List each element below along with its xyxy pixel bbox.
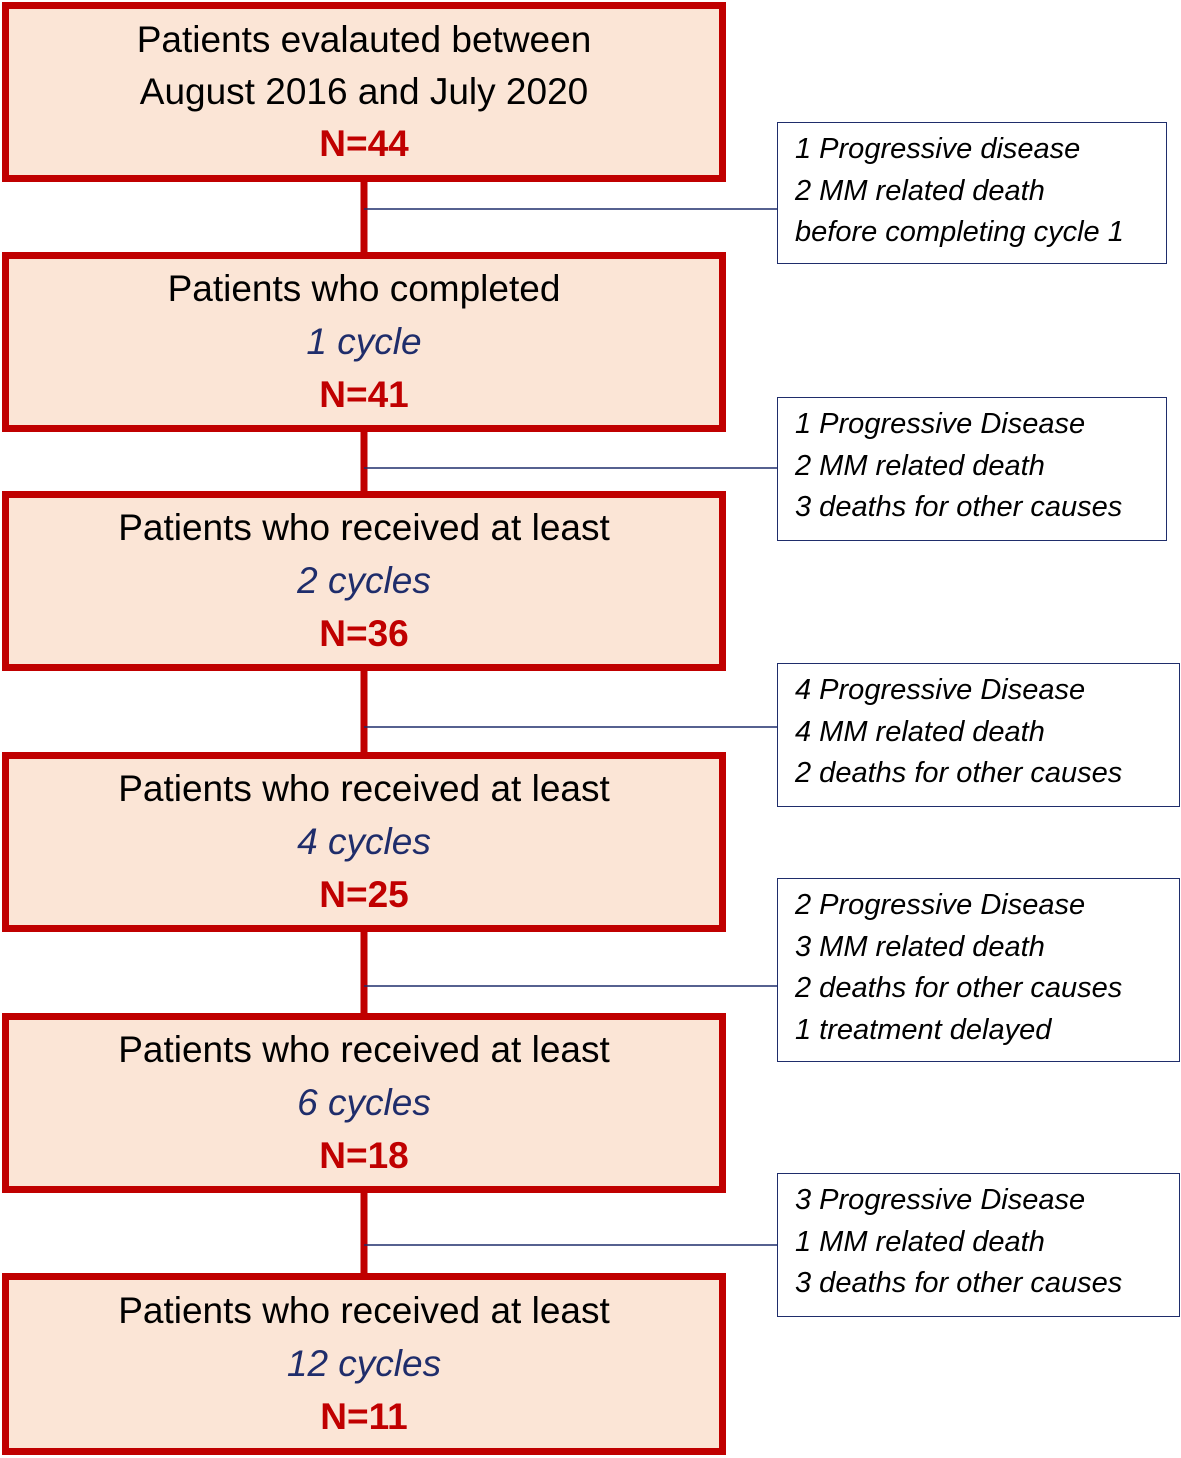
exclusion-item: 1 Progressive Disease [795, 408, 1086, 440]
stage-count: N=41 [319, 374, 409, 415]
stage-cycles: 12 cycles [286, 1343, 442, 1384]
exclusion-item: 2 deaths for other causes [795, 972, 1123, 1004]
exclusion-box-cycle-6: 2 Progressive Disease 3 MM related death… [777, 878, 1180, 1062]
exclusion-item: 1 Progressive disease [795, 133, 1081, 165]
stage-box-evaluated: Patients evalauted between August 2016 a… [2, 2, 726, 182]
exclusion-item: 1 MM related death [795, 1225, 1045, 1258]
exclusion-item: 3 deaths for other causes [795, 491, 1123, 523]
stage-cycles: 1 cycle [306, 321, 422, 362]
exclusion-item: 2 MM related death [795, 449, 1045, 482]
stage-box-2-cycles: Patients who received at least 2 cycles … [2, 491, 726, 671]
exclusion-item: 2 deaths for other causes [795, 757, 1123, 789]
stage-box-completed-1-cycle: Patients who completed 1 cycle N=41 [2, 252, 726, 432]
exclusion-item: 4 MM related death [795, 715, 1045, 748]
stage-box-6-cycles: Patients who received at least 6 cycles … [2, 1013, 726, 1193]
stage-cycles: 2 cycles [297, 560, 431, 601]
stage-count: N=36 [319, 613, 409, 654]
stage-count: N=25 [319, 874, 409, 915]
stage-count: N=44 [319, 123, 409, 164]
exclusion-item: 3 Progressive Disease [795, 1184, 1086, 1216]
stage-title-line: Patients who received at least [118, 1290, 610, 1331]
stage-box-4-cycles: Patients who received at least 4 cycles … [2, 752, 726, 932]
stage-title-line: August 2016 and July 2020 [139, 71, 589, 112]
exclusion-item: 2 MM related death [795, 174, 1045, 207]
stage-cycles: 4 cycles [297, 821, 431, 862]
stage-title-line: Patients who received at least [118, 1029, 610, 1070]
stage-cycles: 6 cycles [297, 1082, 431, 1123]
stage-title-line: Patients who received at least [118, 507, 610, 548]
stage-title-line: Patients who received at least [118, 768, 610, 809]
stage-box-12-cycles: Patients who received at least 12 cycles… [2, 1273, 726, 1455]
exclusion-item: 3 deaths for other causes [795, 1267, 1123, 1299]
exclusion-box-cycle-2: 1 Progressive Disease 2 MM related death… [777, 397, 1167, 541]
exclusion-box-cycle-12: 3 Progressive Disease 1 MM related death… [777, 1173, 1180, 1317]
exclusion-item: 4 Progressive Disease [795, 674, 1086, 706]
exclusion-item: before completing cycle 1 [795, 216, 1124, 248]
exclusion-box-cycle-4: 4 Progressive Disease 4 MM related death… [777, 663, 1180, 807]
exclusion-item: 3 MM related death [795, 930, 1045, 963]
stage-count: N=11 [320, 1396, 408, 1437]
stage-title-line: Patients evalauted between [136, 19, 592, 60]
exclusion-item: 1 treatment delayed [795, 1013, 1052, 1046]
exclusion-item: 2 Progressive Disease [795, 889, 1086, 921]
stage-count: N=18 [319, 1135, 409, 1176]
stage-title-line: Patients who completed [167, 268, 561, 309]
exclusion-box-cycle-1: 1 Progressive disease 2 MM related death… [777, 122, 1167, 264]
